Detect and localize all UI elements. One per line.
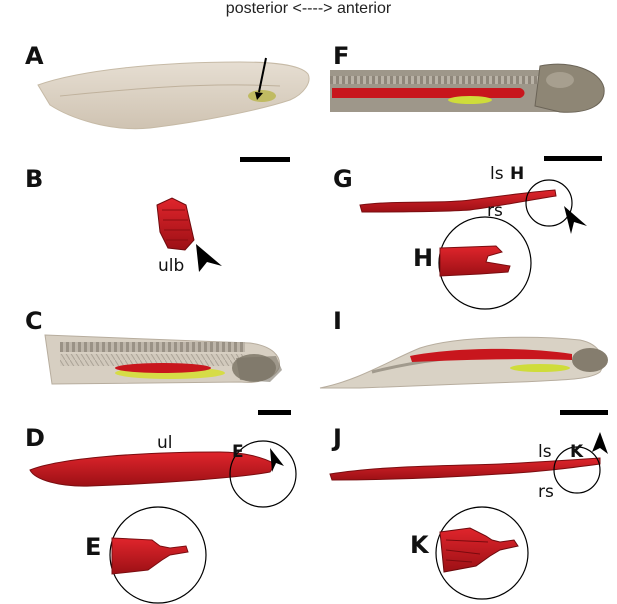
panel-label-a: A [25,42,44,70]
annotation-rs-g: rs [487,201,503,221]
panel-label-e: E [85,533,102,561]
annotation-ls-g: ls [490,164,504,184]
scale-bar-i [560,410,608,415]
panel-label-g: G [333,165,353,193]
inline-label-e: E [232,442,244,462]
scale-bar-a [240,157,290,162]
panel-a-larva [37,57,310,130]
scale-bar-g [544,156,602,161]
inline-label-h: H [510,164,525,184]
annotation-ls-j: ls [538,442,552,462]
scale-bar-c [258,410,291,415]
panel-label-b: B [25,165,44,193]
panel-g-lungs [359,179,587,234]
panel-e-magnified [109,506,207,604]
inline-label-k: K [570,442,584,462]
panel-label-d: D [25,424,45,452]
panel-h-magnified [438,216,532,310]
annotation-ul: ul [157,433,173,453]
panel-label-k: K [410,531,429,559]
panel-i-larva [319,336,608,389]
panel-d-lung [29,440,297,508]
panel-label-j: J [333,424,342,452]
annotation-ulb: ulb [158,256,185,276]
panel-b-lung-bud [156,197,222,272]
panel-k-magnified [435,506,529,600]
annotation-rs-j: rs [538,482,554,502]
panel-f-larva [330,63,605,113]
panel-label-i: I [333,307,342,335]
panel-c-larva [44,334,282,385]
panel-label-h: H [413,244,434,272]
panel-j-lungs [329,432,608,494]
panel-label-c: C [25,307,43,335]
panel-label-f: F [333,42,350,70]
orientation-caption: posterior <----> anterior [225,0,392,17]
